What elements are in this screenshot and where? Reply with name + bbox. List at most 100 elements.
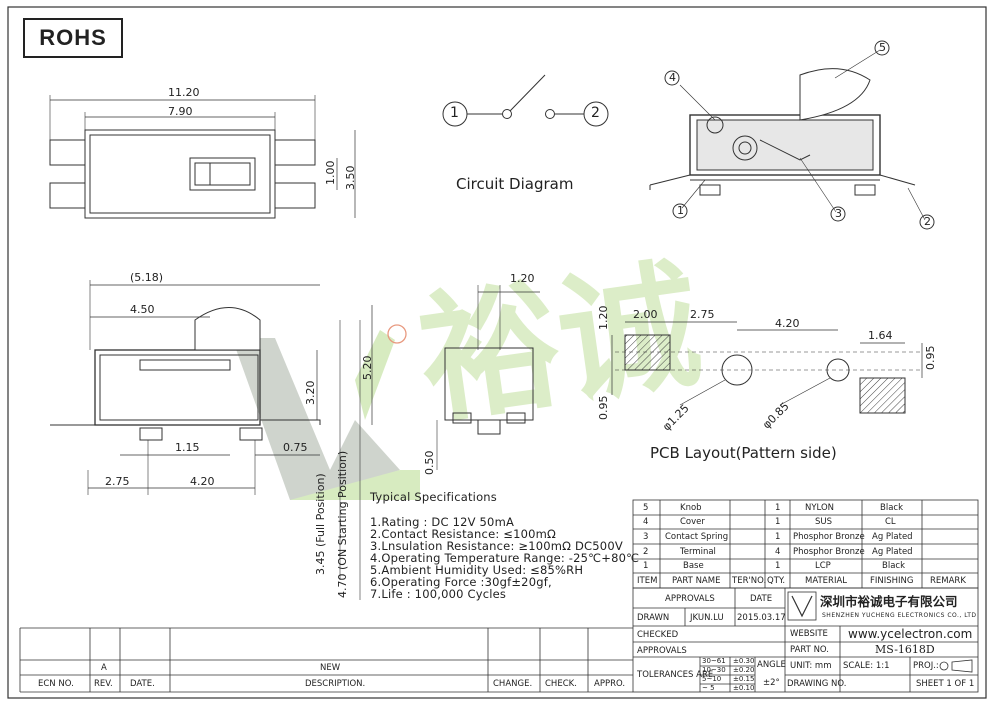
rev-header-ecn: ECN NO.	[38, 679, 74, 689]
rohs-label: ROHS	[23, 18, 123, 58]
drawn-date: 2015.03.17	[737, 613, 786, 623]
proj-label: PROJ.:	[913, 661, 939, 671]
sheet-label: SHEET 1 OF 1	[916, 679, 975, 689]
bom-material: SUS	[815, 517, 833, 527]
bom-qty: 1	[775, 503, 781, 513]
bom-finish: Ag Plated	[872, 532, 913, 542]
callout-4: 4	[669, 71, 676, 84]
pcb-dim-1-20: 1.20	[597, 305, 610, 331]
dim-body-height: 3.50	[344, 165, 357, 191]
revision-table	[19, 627, 633, 693]
drawn-label: DRAWN	[637, 613, 670, 623]
pcb-dim-0-95-left: 0.95	[597, 395, 610, 421]
scale-label: SCALE: 1:1	[843, 661, 890, 671]
approvals-label-2: APPROVALS	[637, 646, 687, 656]
watermark-registered-mark	[387, 324, 407, 344]
dim-end-1-20: 1.20	[510, 272, 535, 285]
section-view	[649, 40, 935, 230]
dim-5-20: 5.20	[361, 355, 374, 381]
bom-qty: 1	[775, 561, 781, 571]
pcb-layout-title: PCB Layout(Pattern side)	[650, 444, 837, 462]
rev-header-description: DESCRIPTION.	[305, 679, 366, 689]
circuit-diagram	[442, 74, 609, 127]
specs-title: Typical Specifications	[370, 490, 497, 504]
bom-table	[632, 499, 979, 589]
spec-line: 4.Operating Temperature Range: -25℃+80℃	[370, 551, 640, 565]
dim-overall-length: 11.20	[168, 86, 200, 99]
circuit-pin-2-label: 2	[591, 105, 600, 121]
bom-finish: Ag Plated	[872, 547, 913, 557]
bom-finish: Black	[880, 503, 903, 513]
bom-qty: 4	[775, 547, 781, 557]
pcb-layout	[611, 321, 923, 414]
callout-5: 5	[879, 41, 886, 54]
pcb-dim-4-20: 4.20	[775, 317, 800, 330]
dim-end-0-50: 0.50	[423, 450, 436, 476]
drawn-by: JKUN.LU	[690, 613, 724, 623]
bom-header-item: ITEM	[637, 576, 658, 586]
pcb-dim-1-64: 1.64	[868, 329, 893, 342]
website-label: WEBSITE	[790, 629, 828, 639]
tol-value: ±0.15	[733, 675, 755, 683]
dim-1-15: 1.15	[175, 441, 200, 454]
revision-new: NEW	[320, 663, 341, 673]
checked-label: CHECKED	[637, 630, 679, 640]
bom-item: 3	[643, 532, 649, 542]
spec-line: 1.Rating : DC 12V 50mA	[370, 515, 515, 529]
tol-range: 10~30	[702, 666, 726, 674]
bom-part-name: Knob	[680, 503, 702, 513]
spec-line: 6.Operating Force :30gf±20gf,	[370, 575, 552, 589]
bom-material: LCP	[815, 561, 831, 571]
tol-range: 30~61	[702, 657, 726, 665]
bom-finish: Black	[882, 561, 905, 571]
sheet-border	[7, 6, 987, 699]
pcb-dim-0-95-right: 0.95	[924, 345, 937, 371]
bom-header-qty: QTY.	[767, 576, 786, 586]
dim-4-50: 4.50	[130, 303, 155, 316]
part-no-label: PART NO.	[790, 645, 829, 655]
bom-header-remark: REMARK	[930, 576, 966, 586]
bom-part-name: Cover	[680, 517, 705, 527]
company-name-en: SHENZHEN YUCHENG ELECTRONICS CO., LTD	[822, 612, 977, 619]
side-view	[50, 280, 373, 600]
tol-range: 5~10	[702, 675, 722, 683]
spec-line: 7.Life : 100,000 Cycles	[370, 587, 507, 601]
company-logo	[787, 591, 817, 621]
bom-material: Phosphor Bronze	[793, 547, 865, 557]
dim-3-45-full: 3.45 (Full Position)	[314, 473, 327, 575]
projection-symbol	[939, 661, 949, 671]
dim-0-75: 0.75	[283, 441, 308, 454]
bom-part-name: Contact Spring	[665, 532, 729, 542]
bom-header-no: TER'NO.	[732, 576, 767, 586]
title-block	[632, 587, 979, 693]
bom-header-finish: FINISHING	[870, 576, 914, 586]
angle-value: ±2°	[763, 678, 780, 688]
pcb-dim-2-00: 2.00	[633, 308, 658, 321]
rev-header-date: DATE.	[130, 679, 155, 689]
bom-qty: 1	[775, 532, 781, 542]
date-label: DATE	[750, 594, 773, 604]
bom-part-name: Terminal	[680, 547, 716, 557]
dim-3-20: 3.20	[304, 380, 317, 406]
rev-header-rev: REV.	[94, 679, 113, 689]
rev-header-change: CHANGE.	[493, 679, 533, 689]
rev-header-appro: APPRO.	[594, 679, 626, 689]
dim-2-75: 2.75	[105, 475, 130, 488]
part-no-value: MS-1618D	[875, 643, 935, 656]
company-name-cn: 深圳市裕诚电子有限公司	[820, 594, 958, 609]
dim-5-18: (5.18)	[130, 271, 164, 284]
bom-item: 1	[643, 561, 649, 571]
pcb-dim-2-75: 2.75	[690, 308, 715, 321]
bom-item: 2	[643, 547, 649, 557]
bom-header-material: MATERIAL	[805, 576, 848, 586]
callout-1: 1	[677, 204, 684, 217]
bom-material: Phosphor Bronze	[793, 532, 865, 542]
tol-range: ~ 5	[702, 684, 715, 692]
end-view	[436, 285, 540, 470]
angle-label: ANGLE	[757, 660, 786, 670]
dim-body-length: 7.90	[168, 105, 193, 118]
bom-header-name: PART NAME	[672, 576, 721, 586]
bom-part-name: Base	[683, 561, 704, 571]
